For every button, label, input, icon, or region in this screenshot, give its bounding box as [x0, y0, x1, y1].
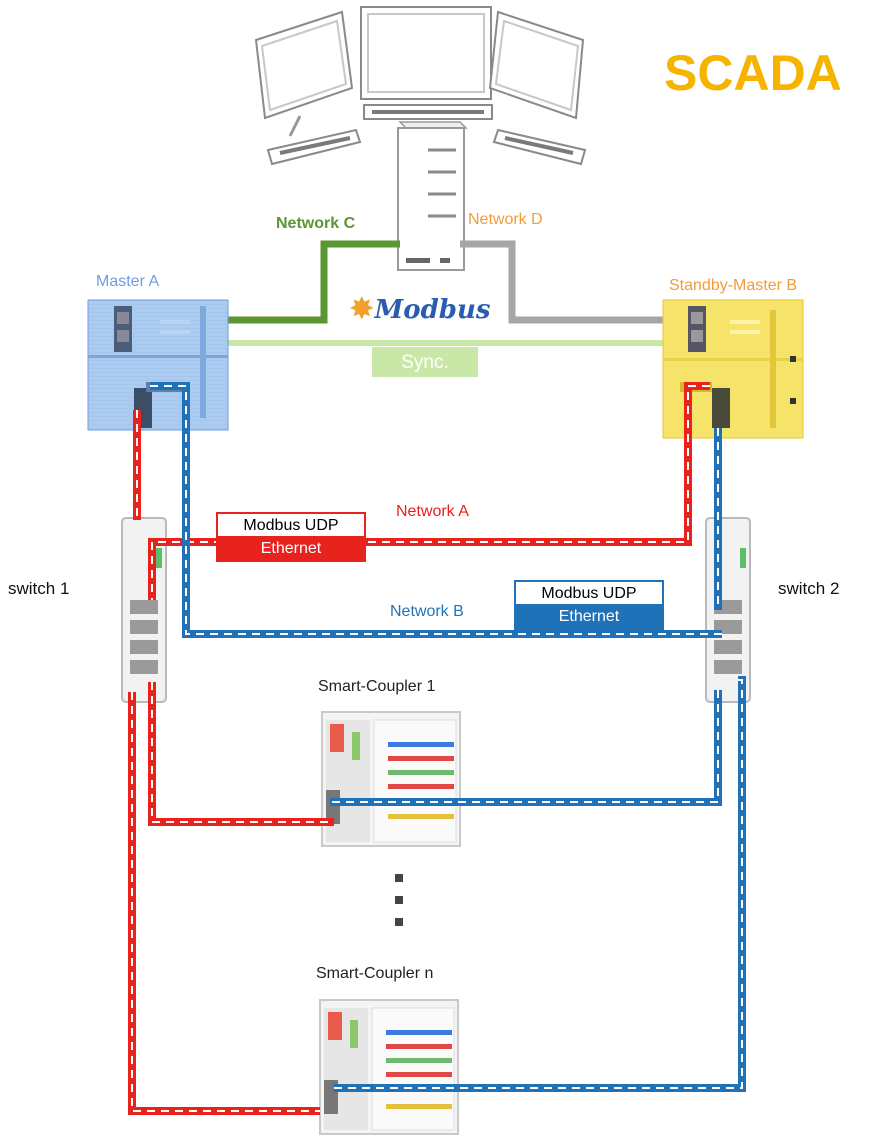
network-b-protocol-top: Modbus UDP [514, 580, 664, 604]
smart-coupler-1-label: Smart-Coupler 1 [318, 678, 436, 695]
server-tower-icon [397, 121, 468, 271]
network-a-protocol-bottom: Ethernet [216, 536, 366, 562]
scada-workstation-icon [254, 6, 587, 166]
master-a-label: Master A [96, 273, 160, 290]
network-c-label: Network C [276, 215, 356, 232]
network-b-label: Network B [390, 603, 464, 620]
vertical-ellipsis-icon [395, 874, 403, 926]
modbus-star-icon: ✸ [350, 292, 374, 325]
network-d-link [460, 240, 690, 324]
network-a-cables [128, 382, 710, 1115]
smart-coupler-n-icon [319, 999, 459, 1135]
standby-master-b-label: Standby-Master B [669, 277, 798, 294]
modbus-logo-text: Modbus [374, 295, 491, 325]
smart-coupler-1-icon [321, 711, 461, 847]
network-b-cables [150, 382, 746, 1092]
network-a-protocol-top: Modbus UDP [216, 512, 366, 536]
smart-coupler-n-label: Smart-Coupler n [316, 965, 434, 982]
network-a-label: Network A [396, 503, 469, 520]
network-a-protocol-box: Modbus UDP Ethernet [216, 512, 366, 564]
modbus-logo: ✸Modbus [350, 288, 492, 330]
switch-1-label: switch 1 [8, 579, 70, 598]
switch-2-icon [705, 517, 751, 703]
network-d-label: Network D [468, 211, 543, 228]
master-a-controller-icon [87, 299, 229, 431]
scada-title: SCADA [664, 45, 842, 101]
sync-label: Sync. [372, 347, 478, 377]
network-b-protocol-box: Modbus UDP Ethernet [514, 580, 664, 632]
network-b-protocol-bottom: Ethernet [514, 604, 664, 630]
switch-2-label: switch 2 [778, 579, 840, 598]
